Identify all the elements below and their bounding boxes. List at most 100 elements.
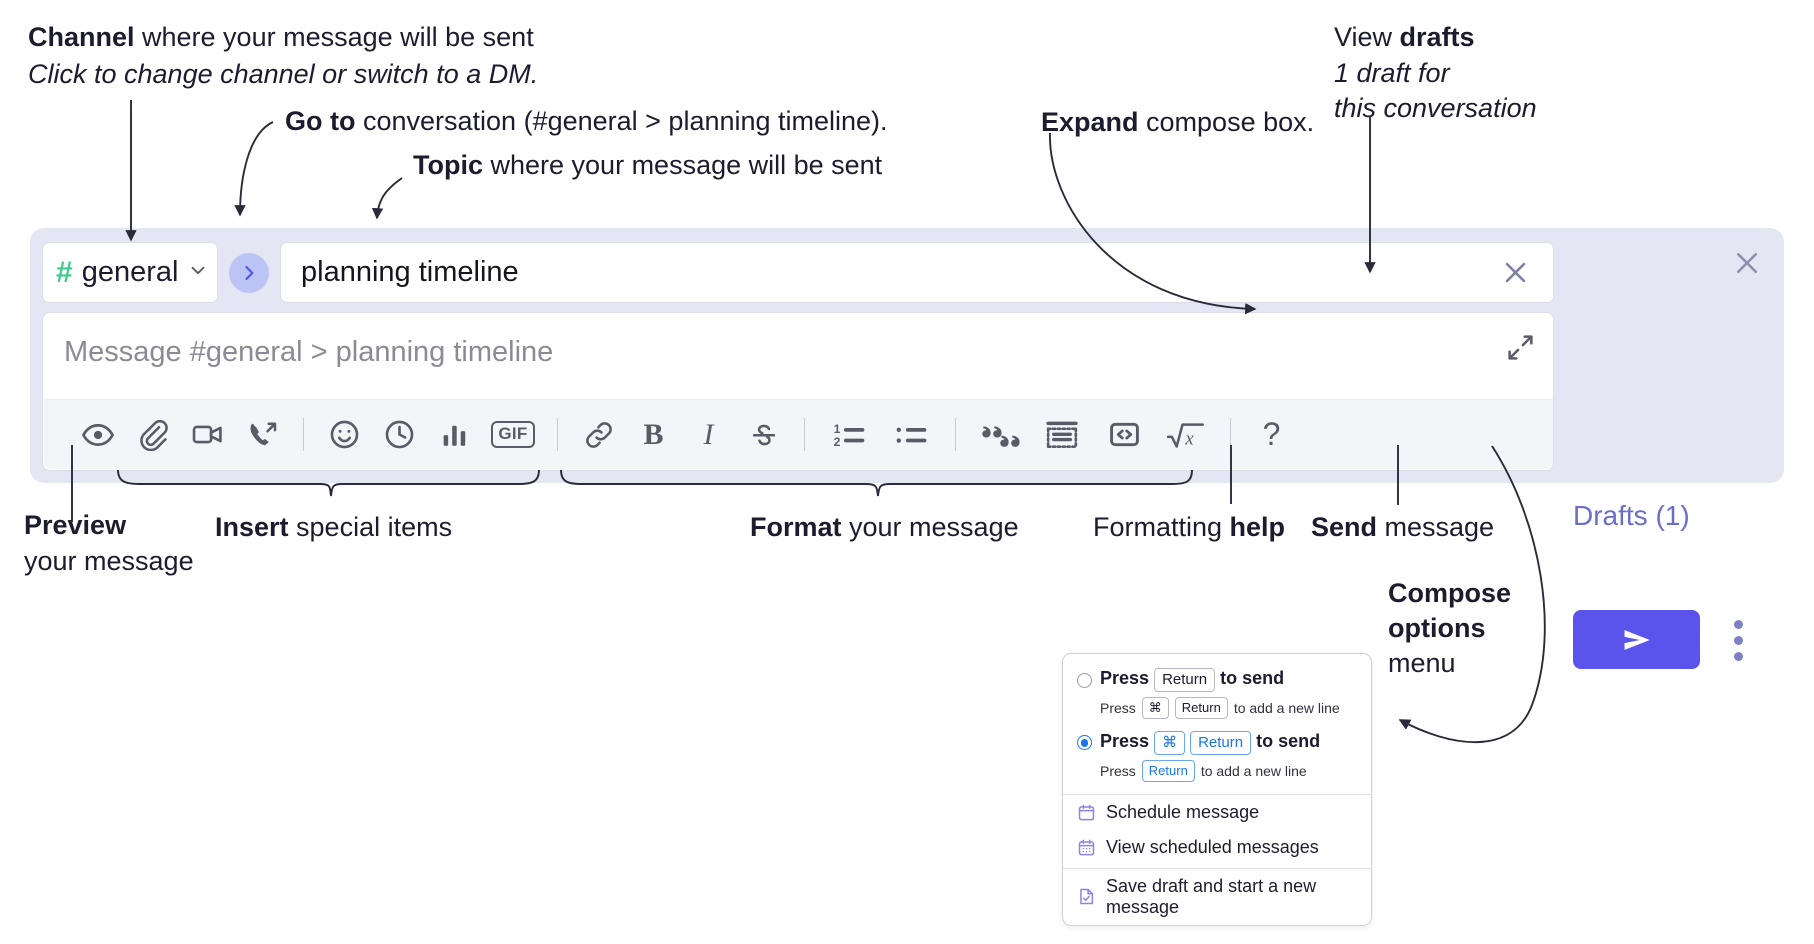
opt0-post: to send	[1220, 668, 1285, 688]
expand-icon	[1508, 335, 1533, 360]
italic-button[interactable]: I	[681, 407, 736, 462]
video-clip-button[interactable]	[180, 407, 235, 462]
key-cmd: ⌘	[1141, 697, 1169, 719]
annotation-compose-options-bold2: options	[1388, 613, 1486, 644]
annotation-format: Format your message	[750, 512, 1019, 544]
annotation-topic: Topic where your message will be sent	[413, 150, 882, 182]
toolbar-separator	[955, 418, 956, 451]
bold-button[interactable]: B	[626, 407, 681, 462]
link-icon	[585, 421, 612, 448]
bold-icon: B	[643, 417, 664, 451]
bulleted-list-button[interactable]	[880, 407, 942, 462]
message-placeholder: Message #general > planning timeline	[64, 336, 554, 368]
annotation-send-bold: Send	[1311, 512, 1378, 542]
annotation-format-bold: Format	[750, 512, 842, 542]
annotation-send-rest: message	[1377, 512, 1495, 542]
annotation-compose-options-bold1: Compose	[1388, 578, 1512, 608]
key-return: Return	[1190, 730, 1252, 756]
menu-item-schedule-message[interactable]: Schedule message	[1063, 795, 1371, 830]
annotation-topic-rest: where your message will be sent	[483, 150, 883, 180]
annotation-preview-bold: Preview	[24, 510, 127, 540]
menu-item-view-scheduled[interactable]: View scheduled messages	[1063, 830, 1371, 865]
more-options-dot	[1733, 652, 1743, 661]
svg-text:x: x	[1184, 428, 1194, 449]
channel-selector[interactable]: # general	[42, 242, 218, 303]
go-to-conversation-button[interactable]	[229, 252, 269, 293]
expand-compose-button[interactable]	[1506, 333, 1535, 362]
opt1-pre: Press	[1100, 730, 1150, 751]
strikethrough-button[interactable]	[736, 407, 791, 462]
annotation-help-lead: Formatting	[1093, 512, 1230, 542]
drafts-link[interactable]: Drafts (1)	[1573, 500, 1690, 531]
compose-header-row: # general planning timeline	[42, 240, 1554, 305]
blockquote-button[interactable]	[969, 407, 1031, 462]
ordered-list-button[interactable]: 1 2	[818, 407, 880, 462]
key-return: Return	[1174, 697, 1228, 719]
code-icon	[1109, 422, 1139, 447]
gif-button[interactable]: GIF	[482, 407, 544, 462]
ordered-list-icon: 1 2	[834, 422, 865, 448]
annotation-channel-rest: where your message will be sent	[134, 22, 534, 52]
annotation-channel-italic: Click to change channel or switch to a D…	[28, 58, 539, 89]
annotation-drafts: View drafts 1 draft for this conversatio…	[1334, 22, 1537, 125]
key-cmd: ⌘	[1154, 730, 1186, 756]
preview-button[interactable]	[70, 407, 125, 462]
annotation-drafts-italic1: 1 draft for	[1334, 57, 1450, 88]
calendar-grid-icon	[1078, 839, 1095, 855]
annotation-insert: Insert special items	[215, 512, 452, 544]
preview-icon	[81, 423, 114, 446]
annotation-channel-bold: Channel	[28, 22, 135, 52]
poll-button[interactable]	[427, 407, 482, 462]
send-option-return[interactable]: Press Return to send Press ⌘ Return to a…	[1063, 665, 1371, 728]
emoji-button[interactable]	[317, 407, 372, 462]
blockquote-icon	[982, 425, 1020, 447]
toolbar-separator	[557, 418, 558, 451]
menu-item-label: View scheduled messages	[1106, 836, 1319, 857]
code-block-button[interactable]	[1031, 407, 1093, 462]
code-block-icon	[1046, 421, 1078, 448]
compose-options-button[interactable]	[1723, 613, 1753, 668]
radio-return-to-send[interactable]	[1077, 672, 1092, 688]
menu-divider	[1063, 867, 1371, 869]
send-option-cmd-return[interactable]: Press ⌘ Return to send Press Return to a…	[1063, 728, 1371, 791]
hash-icon: #	[56, 255, 73, 289]
annotation-compose-options: Compose options menu	[1388, 576, 1511, 681]
annotation-expand-bold: Expand	[1041, 107, 1139, 137]
annotation-drafts-italic2: this conversation	[1334, 92, 1537, 123]
compose-box: Drafts (1) # general	[30, 228, 1784, 669]
math-button[interactable]: x	[1155, 407, 1217, 462]
send-button[interactable]	[1573, 610, 1700, 669]
menu-item-label: Save draft and start a new message	[1106, 875, 1317, 917]
link-button[interactable]	[571, 407, 626, 462]
close-compose-button[interactable]	[1732, 248, 1762, 278]
attach-file-button[interactable]	[125, 407, 180, 462]
formatting-toolbar: GIF B I	[44, 399, 1553, 469]
menu-divider	[1063, 793, 1371, 795]
key-return: Return	[1141, 760, 1195, 782]
menu-item-save-draft[interactable]: Save draft and start a new message	[1063, 869, 1371, 925]
poll-icon	[443, 425, 466, 446]
bulleted-list-icon	[896, 427, 927, 443]
strikethrough-icon	[752, 424, 775, 445]
radio-cmd-return-to-send[interactable]	[1077, 735, 1092, 751]
annotation-send: Send message	[1311, 512, 1494, 544]
annotation-expand: Expand compose box.	[1041, 107, 1314, 139]
annotation-expand-rest: compose box.	[1138, 107, 1315, 137]
annotation-topic-bold: Topic	[413, 150, 483, 180]
annotation-preview-rest: your message	[24, 545, 194, 576]
annotation-channel: Channel where your message will be sent …	[28, 22, 538, 91]
message-input-area[interactable]: Message #general > planning timeline	[42, 312, 1554, 471]
audio-clip-button[interactable]	[235, 407, 290, 462]
topic-input[interactable]: planning timeline	[280, 242, 1554, 303]
annotation-goto-bold: Go to	[285, 106, 356, 136]
more-options-dot	[1733, 636, 1743, 645]
toolbar-separator	[303, 418, 304, 451]
reminder-button[interactable]	[372, 407, 427, 462]
annotation-drafts-lead: View	[1334, 22, 1400, 52]
clear-topic-button[interactable]	[1496, 253, 1535, 292]
opt0-pre: Press	[1100, 668, 1150, 688]
formatting-help-button[interactable]: ?	[1244, 407, 1299, 462]
gif-icon: GIF	[491, 421, 535, 448]
code-button[interactable]	[1093, 407, 1155, 462]
opt1-sub-post: to add a new line	[1200, 762, 1307, 779]
